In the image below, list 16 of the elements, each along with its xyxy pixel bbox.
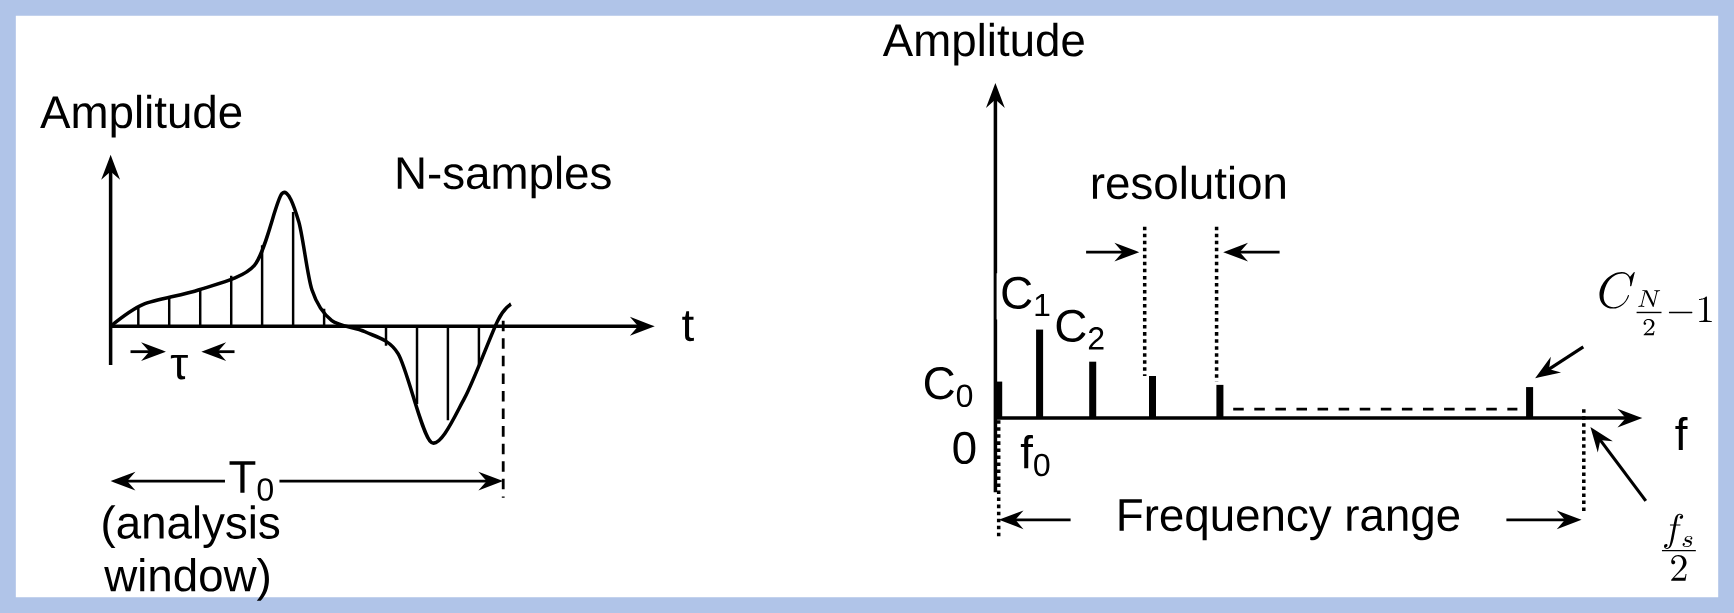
annotation-text: t xyxy=(678,307,698,345)
annotation-text: C$_{0}$ xyxy=(919,363,979,411)
annotation-text: f xyxy=(1671,413,1691,454)
annotation-text: 0 xyxy=(948,428,981,468)
annotation-text: N-samples xyxy=(390,152,616,202)
annotation-text: resolution xyxy=(1086,162,1292,203)
annotation-text: τ xyxy=(166,351,192,383)
annotation-text: Amplitude xyxy=(879,19,1090,69)
annotation-text: Amplitude xyxy=(36,91,247,141)
annotation-text: Frequency range xyxy=(1112,495,1465,544)
annotation-text: (analysis window) xyxy=(103,505,280,601)
annotation-text: C$_{1}$ xyxy=(996,273,1057,320)
annotation-text: T$_{0}$ xyxy=(225,457,280,505)
formula-label: $\frac{f_{s}}{2}$ xyxy=(1661,513,1696,581)
annotation-text: f$_{0}$ xyxy=(1016,431,1056,480)
formula-label: $C_{\frac{N}{2}-1}$ xyxy=(1599,272,1712,336)
